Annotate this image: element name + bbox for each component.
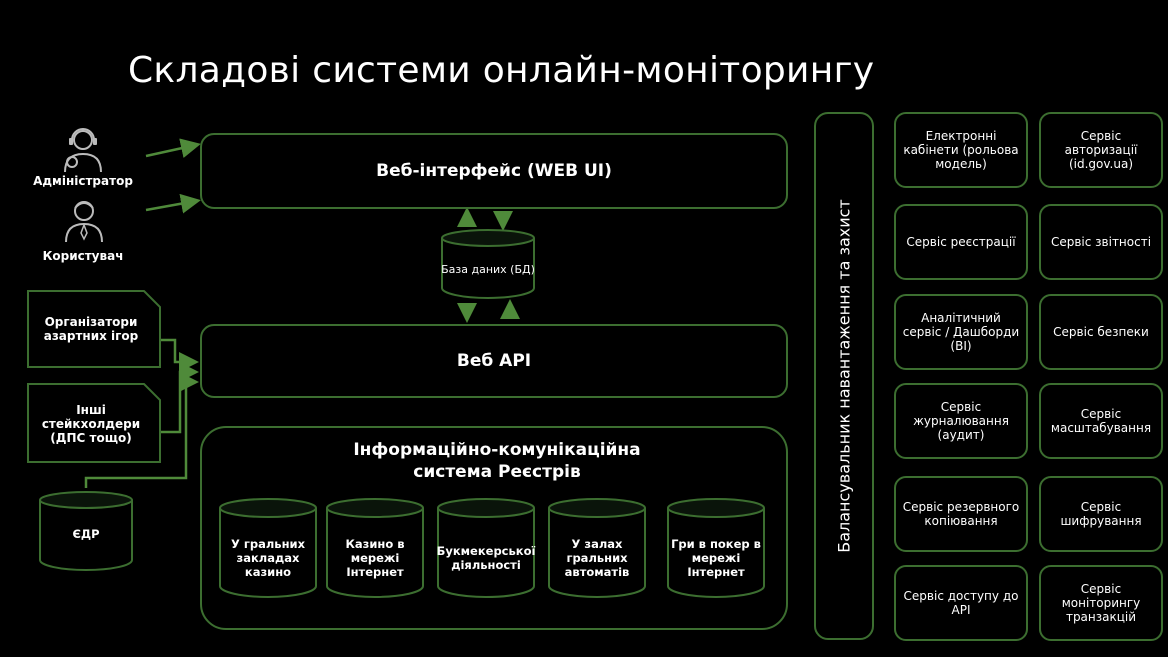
registry-label: У залах гральних автоматів [564, 537, 630, 579]
db-label: База даних (БД) [441, 263, 535, 276]
web-ui-label: Веб-інтерфейс (WEB UI) [376, 161, 612, 181]
edr-label: ЄДР [72, 527, 100, 541]
service-box: Сервіс авторизації (id.gov.ua) [1039, 112, 1163, 188]
arrow-edr-webapi [84, 372, 199, 488]
service-box: Сервіс моніторингу транзакцій [1039, 565, 1163, 641]
service-label: Сервіс журналювання (аудит) [913, 400, 1009, 442]
registry-database [548, 498, 646, 598]
web-api-box: Веб API [200, 324, 788, 398]
service-box: Сервіс резервного копіювання [894, 476, 1028, 552]
service-label: Сервіс моніторингу транзакцій [1061, 582, 1141, 624]
edr-database [39, 491, 133, 571]
service-box: Сервіс масштабування [1039, 383, 1163, 459]
registry-label: Гри в покер в мережі Інтернет [671, 537, 761, 579]
main-database [441, 229, 535, 299]
arrow-admin-webui [145, 138, 201, 158]
service-label: Сервіс безпеки [1053, 325, 1149, 339]
registry-database [219, 498, 317, 598]
service-label: Електронні кабінети (рольова модель) [903, 129, 1019, 171]
service-label: Сервіс реєстрації [906, 235, 1016, 249]
load-balancer-box: Балансувальник навантаження та захист [814, 112, 874, 640]
user-icon [65, 201, 103, 243]
service-label: Сервіс звітності [1050, 235, 1152, 249]
administrator-label: Адміністратор [33, 174, 133, 188]
organizers-label: Організатори азартних ігор [43, 315, 139, 343]
service-box: Аналітичний сервіс / Дашборди (BI) [894, 294, 1028, 370]
registry-label: Казино в мережі Інтернет [345, 537, 405, 579]
page-title: Складові системи онлайн-моніторингу [128, 50, 875, 91]
service-label: Сервіс резервного копіювання [902, 500, 1020, 528]
arrow-organizers-webapi [160, 338, 199, 372]
organizers-box [27, 290, 161, 368]
registry-database [326, 498, 424, 598]
service-label: Сервіс авторизації (id.gov.ua) [1064, 129, 1138, 171]
registry-database [437, 498, 535, 598]
service-label: Аналітичний сервіс / Дашборди (BI) [902, 311, 1020, 353]
administrator-icon [64, 128, 102, 173]
service-box: Сервіс безпеки [1039, 294, 1163, 370]
service-label: Сервіс масштабування [1050, 407, 1152, 435]
service-box: Сервіс журналювання (аудит) [894, 383, 1028, 459]
service-box: Сервіс шифрування [1039, 476, 1163, 552]
registry-database [667, 498, 765, 598]
arrow-user-webui [145, 193, 201, 214]
registry-label: Букмекерської діяльності [436, 544, 536, 572]
load-balancer-label: Балансувальник навантаження та захист [834, 199, 854, 553]
registry-label: У гральних закладах казино [231, 537, 305, 579]
stakeholders-label: Інші стейкхолдери (ДПС тощо) [41, 403, 141, 445]
service-box: Сервіс звітності [1039, 204, 1163, 280]
service-label: Сервіс доступу до API [903, 589, 1019, 617]
registry-system-box: Інформаційно-комунікаційна система Реєст… [200, 426, 788, 630]
web-ui-box: Веб-інтерфейс (WEB UI) [200, 133, 788, 209]
service-box: Сервіс реєстрації [894, 204, 1028, 280]
user-label: Користувач [42, 249, 124, 263]
service-box: Сервіс доступу до API [894, 565, 1028, 641]
service-label: Сервіс шифрування [1060, 500, 1142, 528]
stakeholders-box [27, 383, 161, 463]
web-api-label: Веб API [456, 351, 532, 371]
registry-system-title: Інформаційно-комунікаційна система Реєст… [353, 440, 641, 482]
service-box: Електронні кабінети (рольова модель) [894, 112, 1028, 188]
